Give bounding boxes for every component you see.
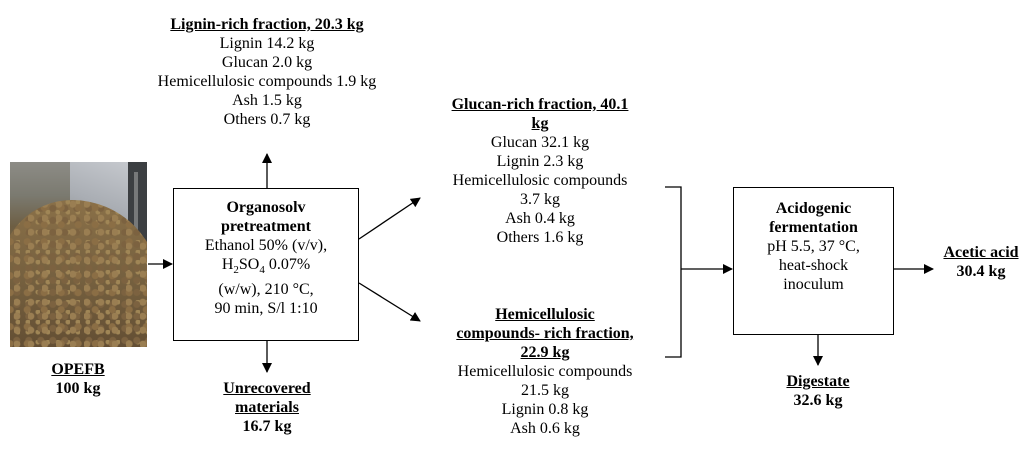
fermentation-text: Acidogenic fermentation pH 5.5, 37 °C, h… [767, 200, 860, 293]
lignin-fraction-title: Lignin-rich fraction, 20.3 kg [170, 16, 364, 33]
glucan-fraction: Glucan-rich fraction, 40.1 kg Glucan 32.… [425, 95, 655, 247]
glucan-fraction-title: Glucan-rich fraction, 40.1 [451, 96, 629, 113]
digestate-output: Digestate 32.6 kg [786, 373, 850, 409]
opefb-photo [10, 162, 147, 347]
pretreatment-text: Organosolv pretreatment Ethanol 50% (v/v… [173, 198, 359, 318]
pretreatment-box [173, 188, 359, 341]
acid-concentration: H2SO4 0.07% [221, 256, 311, 277]
hemi-fraction: Hemicellulosic compounds- rich fraction,… [425, 305, 665, 438]
feedstock-label: OPEFB 100 kg [51, 361, 105, 397]
bracket-merge-fractions [665, 186, 682, 358]
hemi-fraction-title: Hemicellulosic [495, 306, 595, 323]
arrow-pretreatment-to-glucan [358, 197, 421, 240]
unrecovered-materials: Unrecovered materials 16.7 kg [223, 380, 311, 435]
arrow-pretreatment-to-hemi [358, 282, 421, 322]
acetic-acid-output: Acetic acid 30.4 kg [943, 244, 1019, 280]
lignin-fraction: Lignin-rich fraction, 20.3 kg Lignin 14.… [127, 15, 407, 129]
fermentation-box [733, 187, 894, 335]
